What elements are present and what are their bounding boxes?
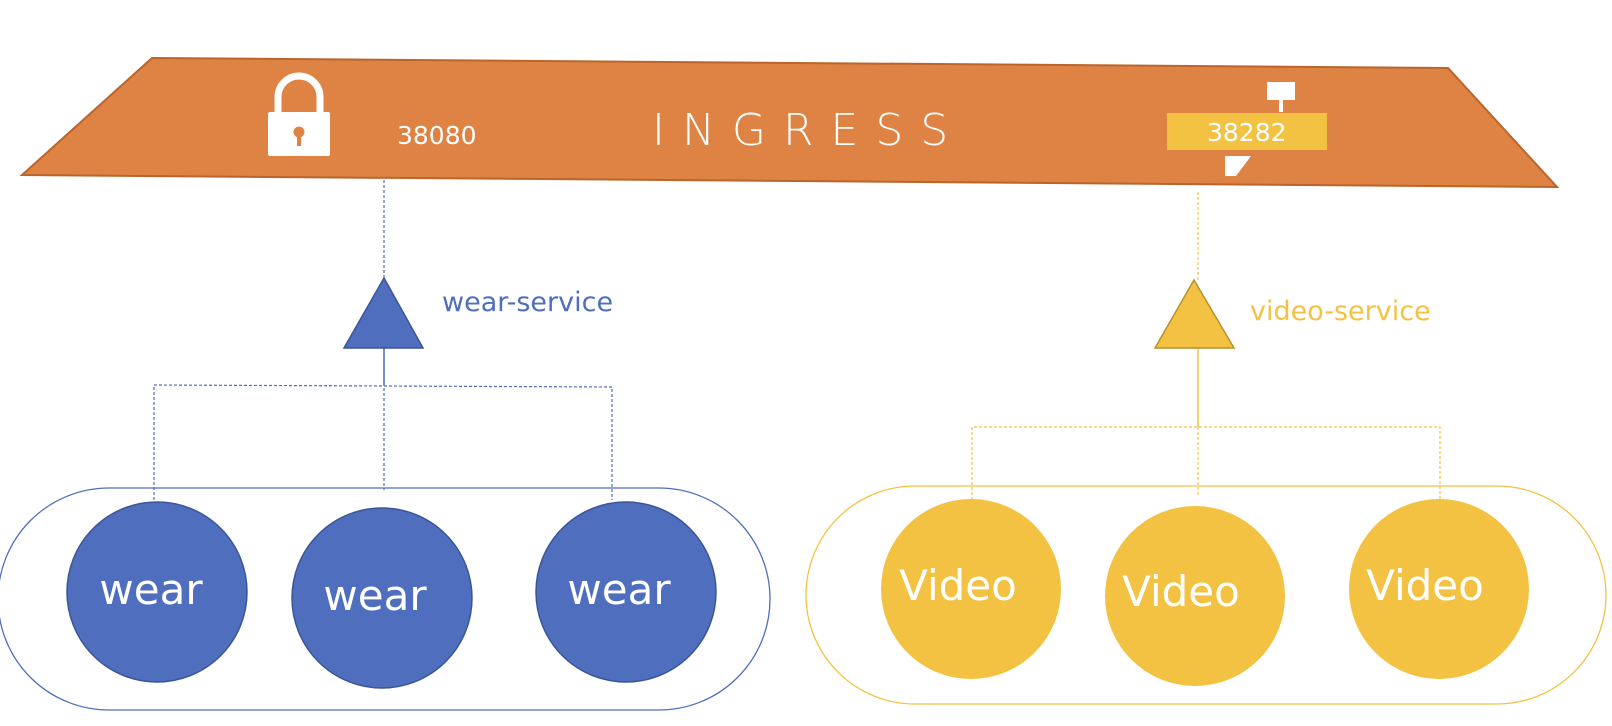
video-pod-group	[805, 485, 1607, 705]
pod[interactable]: wear	[291, 507, 473, 689]
pod[interactable]: Video	[1349, 499, 1529, 679]
pod-label: wear	[99, 565, 203, 614]
video-service-connectors	[971, 192, 1441, 500]
ingress-banner	[19, 56, 1560, 189]
wear-service-connectors	[153, 180, 613, 500]
pod[interactable]: Video	[881, 499, 1061, 679]
signpost-icon	[1167, 82, 1327, 176]
pod-label: wear	[567, 565, 671, 614]
wear-service-label: wear-service	[442, 287, 613, 318]
lock-icon	[268, 72, 330, 156]
triangle-icon	[342, 276, 425, 349]
pod[interactable]: wear	[535, 501, 717, 683]
pod-label: Video	[899, 561, 1017, 610]
pod[interactable]: Video	[1105, 506, 1285, 686]
pod-label: wear	[323, 571, 427, 620]
ingress-title: INGRESS	[652, 105, 965, 156]
triangle-icon	[1153, 278, 1236, 349]
pod-label: Video	[1122, 567, 1240, 616]
wear-pod-group	[0, 487, 771, 711]
plain-port-label: 38282	[1207, 118, 1287, 147]
secure-port-label: 38080	[397, 121, 477, 150]
pod-label: Video	[1366, 561, 1484, 610]
pod[interactable]: wear	[66, 501, 248, 683]
video-service-label: video-service	[1250, 296, 1431, 327]
